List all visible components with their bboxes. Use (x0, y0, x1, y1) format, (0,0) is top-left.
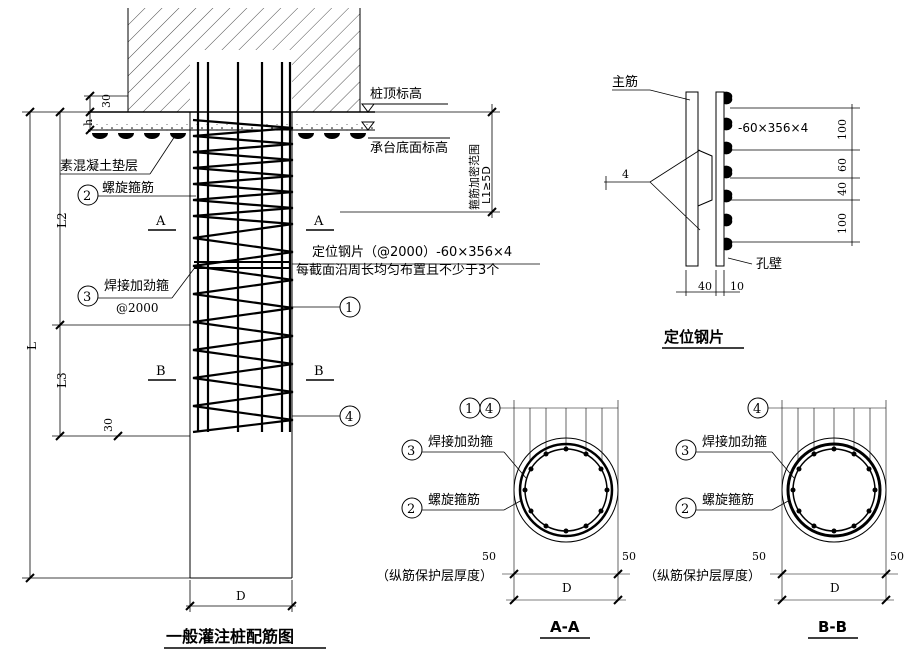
marker-3-BB: 3 (681, 444, 689, 459)
section-BB (766, 400, 898, 605)
spacer-size-label: -60×356×4 (738, 121, 808, 135)
dense-zone-dim (340, 104, 500, 218)
spacer-dim-100-bottom: 100 (836, 213, 849, 234)
spacer-dim-lines (676, 104, 860, 296)
dim-30-top: 30 (100, 94, 113, 108)
pile-top-elev-label: 桩顶标高 (370, 86, 422, 102)
dim-30-bottom: 30 (102, 418, 115, 432)
dim-h: h (82, 119, 95, 126)
marker-2-main: 2 (83, 189, 91, 204)
spacer-note-2: 每截面沿周长均匀布置且不少于3个 (296, 262, 499, 278)
section-BB-title: B-B (818, 618, 847, 636)
marker-1-AA: 1 (465, 402, 473, 417)
welded-ring-label-main: 焊接加劲箍 (104, 278, 169, 294)
dim-50-AA-right: 50 (622, 550, 636, 563)
marker-3-AA: 3 (407, 444, 415, 459)
spiral-stirrups (192, 118, 294, 434)
section-A-left: A (155, 214, 166, 229)
dim-50-BB-left: 50 (752, 550, 766, 563)
section-B-left: B (156, 364, 166, 379)
soil-above-pile (127, 8, 361, 112)
spacer-leader-4 (604, 149, 701, 231)
dim-ticks-left (25, 91, 123, 583)
section-AA (498, 400, 630, 605)
cap-bottom-elev-label: 承台底面标高 (370, 140, 448, 156)
main-bar-label: 主筋 (612, 74, 638, 90)
spacer-detail (685, 91, 733, 267)
longitudinal-bars (196, 62, 292, 432)
spiral-stirrup-label-AA: 螺旋箍筋 (428, 492, 480, 508)
marker-2-BB: 2 (681, 502, 689, 517)
section-AA-title: A-A (550, 618, 580, 636)
cover-note-BB: （纵筋保护层厚度） (644, 568, 761, 584)
main-title: 一般灌注桩配筋图 (166, 627, 294, 646)
pile-body-outline (189, 112, 293, 579)
dim-50-AA-left: 50 (482, 550, 496, 563)
spiral-stirrup-label-main: 螺旋箍筋 (102, 180, 154, 196)
spacer-note-1: 定位钢片（@2000）-60×356×4 (312, 245, 512, 260)
spiral-stirrup-label-BB: 螺旋箍筋 (702, 492, 754, 508)
lean-concrete-label: 素混凝土垫层 (60, 158, 138, 174)
marker-3-main: 3 (83, 290, 91, 305)
spacer-dim-60: 60 (836, 158, 849, 172)
dense-zone-label: 箍筋加密范围 (467, 144, 481, 210)
spacer-dim-10: 10 (730, 280, 744, 293)
dim-L: L (25, 342, 39, 350)
spacer-dim-40-bottom: 40 (698, 280, 712, 293)
spacer-dim-100-top: 100 (836, 119, 849, 140)
spacer-dim-40: 40 (836, 182, 849, 196)
section-B-right: B (314, 364, 324, 379)
section-A-right: A (313, 214, 324, 229)
welded-ring-label-BB: 焊接加劲箍 (702, 434, 767, 450)
marker-4-BB: 4 (753, 402, 761, 417)
dim-D-AA: D (562, 581, 572, 595)
ring-spacing-label: @2000 (116, 301, 159, 315)
spacer-title: 定位钢片 (664, 328, 724, 346)
lean-concrete-bumps (92, 133, 366, 139)
dim-50-BB-right: 50 (890, 550, 904, 563)
marker-2-AA: 2 (407, 502, 415, 517)
dim-D-main-label: D (236, 589, 246, 603)
dim-L2: L2 (55, 212, 69, 228)
marker-4-main: 4 (345, 410, 353, 425)
dim-D-main (185, 580, 297, 612)
dim-lines-left (22, 95, 190, 579)
marker-4-AA: 4 (485, 402, 493, 417)
l1-rule: L1≥5D (480, 166, 493, 204)
welded-ring-label-AA: 焊接加劲箍 (428, 434, 493, 450)
elevation-markers (361, 103, 450, 139)
welded-rings (194, 261, 290, 269)
dim-D-BB: D (830, 581, 840, 595)
spacer-dim-4: 4 (622, 168, 629, 181)
cover-note-AA: （纵筋保护层厚度） (376, 568, 493, 584)
marker-1-main: 1 (345, 301, 353, 316)
hole-wall-label: 孔壁 (756, 257, 782, 272)
dim-L3: L3 (55, 372, 69, 388)
